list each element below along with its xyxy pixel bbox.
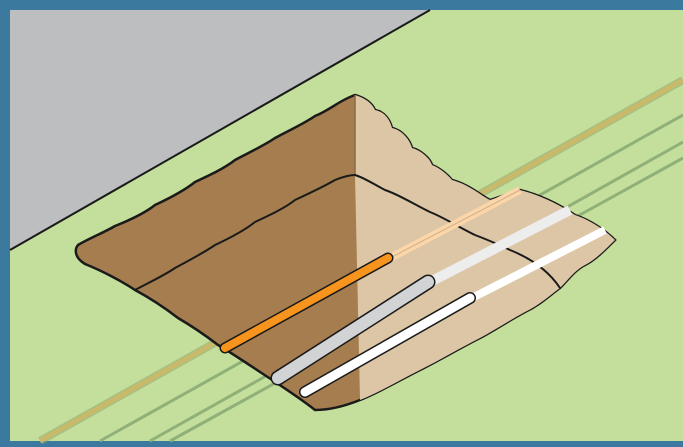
gray-conduit bbox=[272, 276, 434, 384]
pipes bbox=[219, 252, 476, 398]
pavement-edge bbox=[9, 9, 431, 251]
white-conduit bbox=[300, 293, 475, 397]
trench-floor-edge bbox=[134, 173, 561, 291]
gray-conduit-ghost bbox=[427, 205, 573, 287]
guide-line bbox=[389, 189, 521, 259]
trench bbox=[74, 93, 617, 412]
orange-conduit bbox=[221, 254, 392, 352]
white-conduit-ghost bbox=[470, 226, 607, 302]
